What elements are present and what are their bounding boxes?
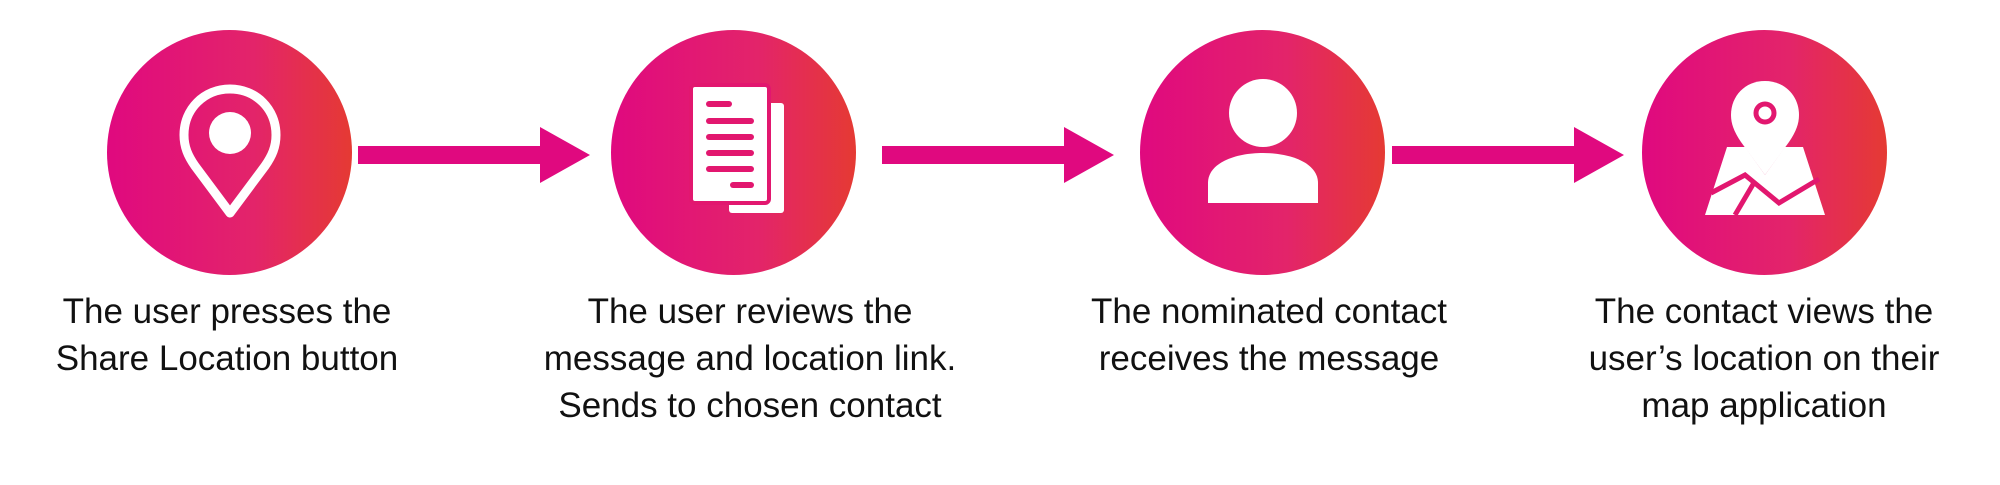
documents-icon [688, 82, 784, 213]
step-1: The user presses the Share Location butt… [0, 0, 457, 485]
step-4: The contact views the user’s location on… [1534, 0, 1994, 485]
arrow-3 [1392, 127, 1624, 183]
step-4-caption: The contact views the user’s location on… [1534, 288, 1994, 429]
step-1-caption-line-1: The user presses the [62, 292, 392, 331]
location-pin-icon [179, 84, 280, 217]
step-1-caption-line-2: Share Location button [55, 339, 399, 378]
step-2-circle [611, 30, 856, 275]
step-2-caption-line-3: Sends to chosen contact [558, 386, 942, 425]
person-icon [1207, 78, 1318, 203]
step-3-caption: The nominated contact receives the messa… [1039, 288, 1499, 382]
map-pin-icon [1704, 80, 1825, 216]
step-2-caption-line-2: message and location link. [543, 339, 957, 378]
arrow-2 [882, 127, 1114, 183]
step-4-caption-line-1: The contact views the [1594, 292, 1934, 331]
step-4-caption-line-3: map application [1641, 386, 1887, 425]
step-3-caption-line-2: receives the message [1098, 339, 1440, 378]
step-2-caption-line-1: The user reviews the [587, 292, 913, 331]
step-1-caption: The user presses the Share Location butt… [0, 288, 457, 382]
step-2: The user reviews the message and locatio… [520, 0, 980, 485]
step-4-caption-line-2: user’s location on their [1588, 339, 1940, 378]
step-3: The nominated contact receives the messa… [1039, 0, 1499, 485]
step-1-circle [107, 30, 352, 275]
arrow-1 [358, 127, 590, 183]
step-3-circle [1140, 30, 1385, 275]
step-2-caption: The user reviews the message and locatio… [520, 288, 980, 429]
step-4-circle [1642, 30, 1887, 275]
step-3-caption-line-1: The nominated contact [1090, 292, 1448, 331]
